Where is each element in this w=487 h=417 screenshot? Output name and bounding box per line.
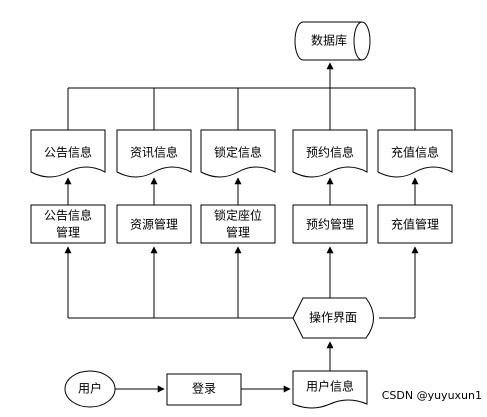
document-shape <box>377 129 453 178</box>
process-label: 管理 <box>226 225 250 240</box>
doc-label: 公告信息 <box>44 145 92 160</box>
document-shape <box>116 129 192 178</box>
process-box <box>30 204 106 244</box>
user-info-document <box>292 370 368 409</box>
database-cylinder <box>294 21 371 61</box>
watermark-text: CSDN @yuyuxun1 <box>382 389 482 402</box>
document-shape <box>200 129 276 178</box>
doc-label: 锁定信息 <box>214 145 262 160</box>
document-shape <box>30 129 106 178</box>
user-label: 用户 <box>78 381 102 396</box>
login-label: 登录 <box>192 381 216 396</box>
doc-label: 资讯信息 <box>130 145 178 160</box>
process-box <box>116 204 192 244</box>
interface-display-shape <box>292 297 374 339</box>
interface-label: 操作界面 <box>309 310 357 325</box>
doc-label: 充值信息 <box>391 145 439 160</box>
document-shape <box>292 129 368 178</box>
process-label: 资源管理 <box>130 217 178 232</box>
user-info-label: 用户信息 <box>306 379 354 394</box>
process-box <box>292 204 368 244</box>
process-box <box>200 204 276 244</box>
process-label: 公告信息 <box>44 208 92 223</box>
database-label: 数据库 <box>311 33 347 48</box>
process-box <box>377 204 453 244</box>
process-label: 预约管理 <box>306 217 354 232</box>
process-label: 充值管理 <box>391 217 439 232</box>
login-box <box>166 373 242 406</box>
process-label: 锁定座位 <box>214 208 262 223</box>
process-label: 管理 <box>56 225 80 240</box>
doc-label: 预约信息 <box>306 145 354 160</box>
